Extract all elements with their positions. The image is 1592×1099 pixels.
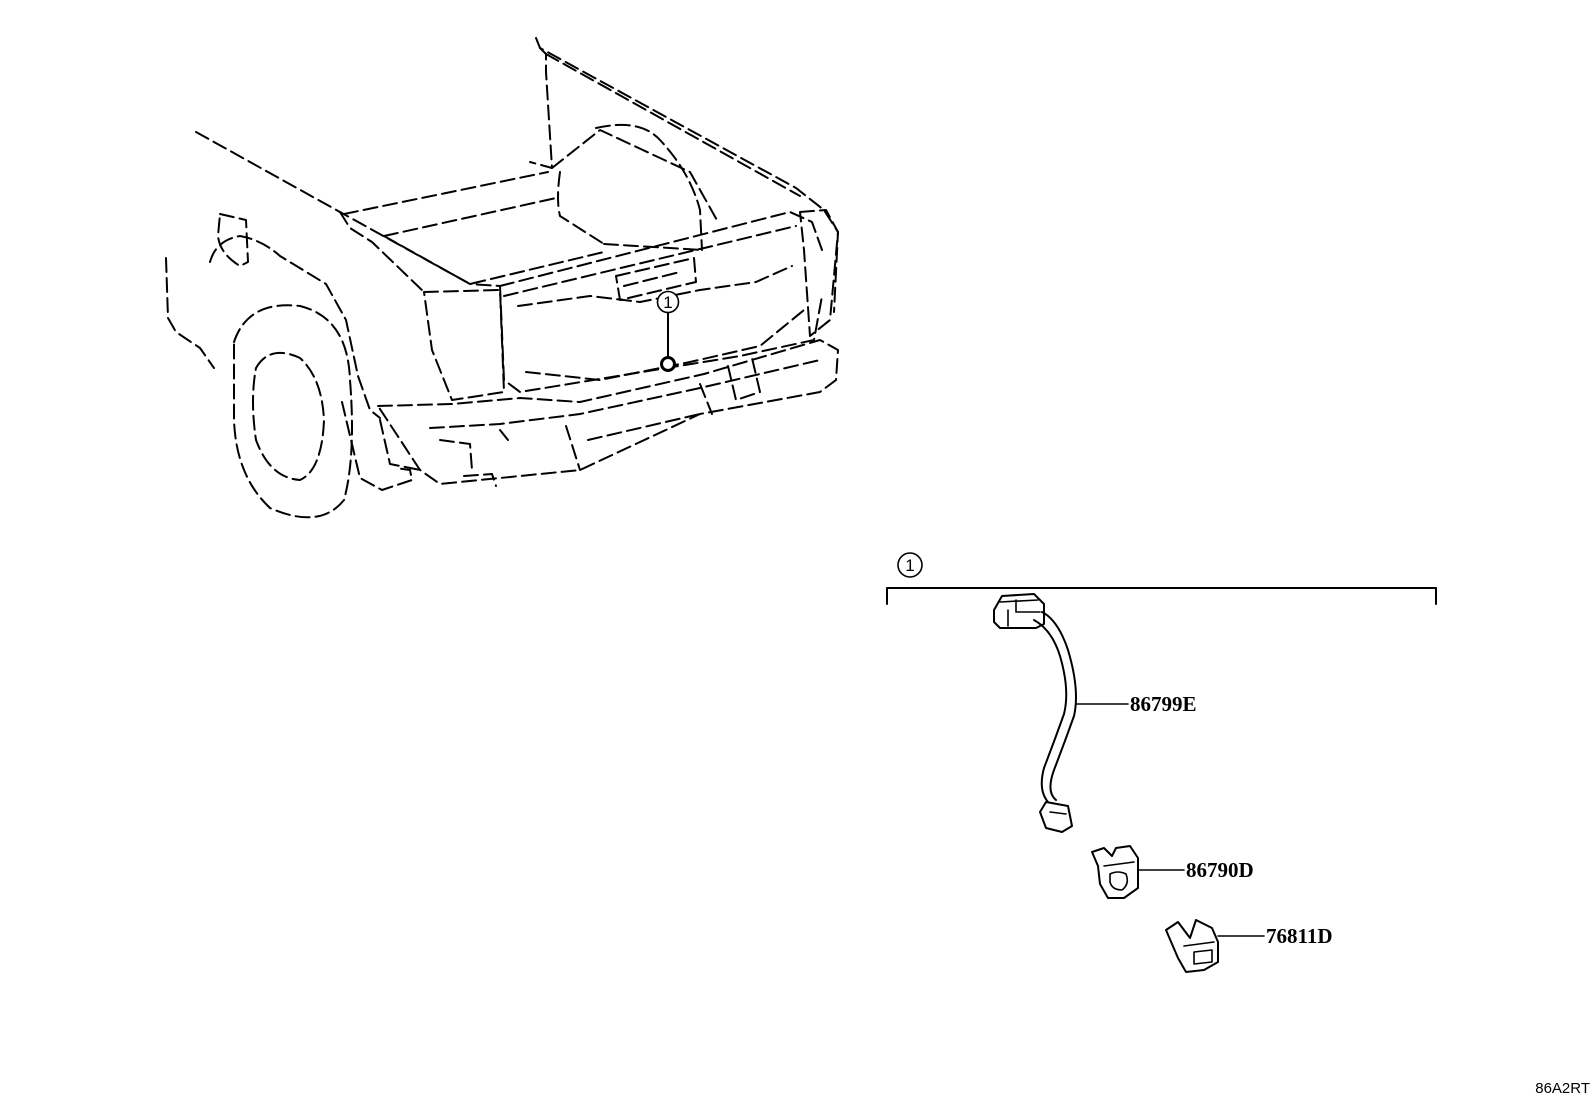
vehicle-illustration	[165, 37, 839, 519]
part-number-camera: 86790D	[1186, 858, 1254, 882]
diagram-code: 86A2RT	[1535, 1080, 1590, 1097]
part-number-cover: 76811D	[1266, 924, 1333, 948]
part-number-harness: 86799E	[1130, 692, 1197, 716]
camera-cover-part	[1165, 919, 1219, 973]
vehicle-callout-number: 1	[663, 293, 672, 312]
assembly-group-bracket	[886, 552, 1437, 605]
wire-harness-part	[993, 593, 1077, 833]
rear-camera-part	[1091, 845, 1139, 899]
group-callout-number: 1	[905, 556, 914, 575]
